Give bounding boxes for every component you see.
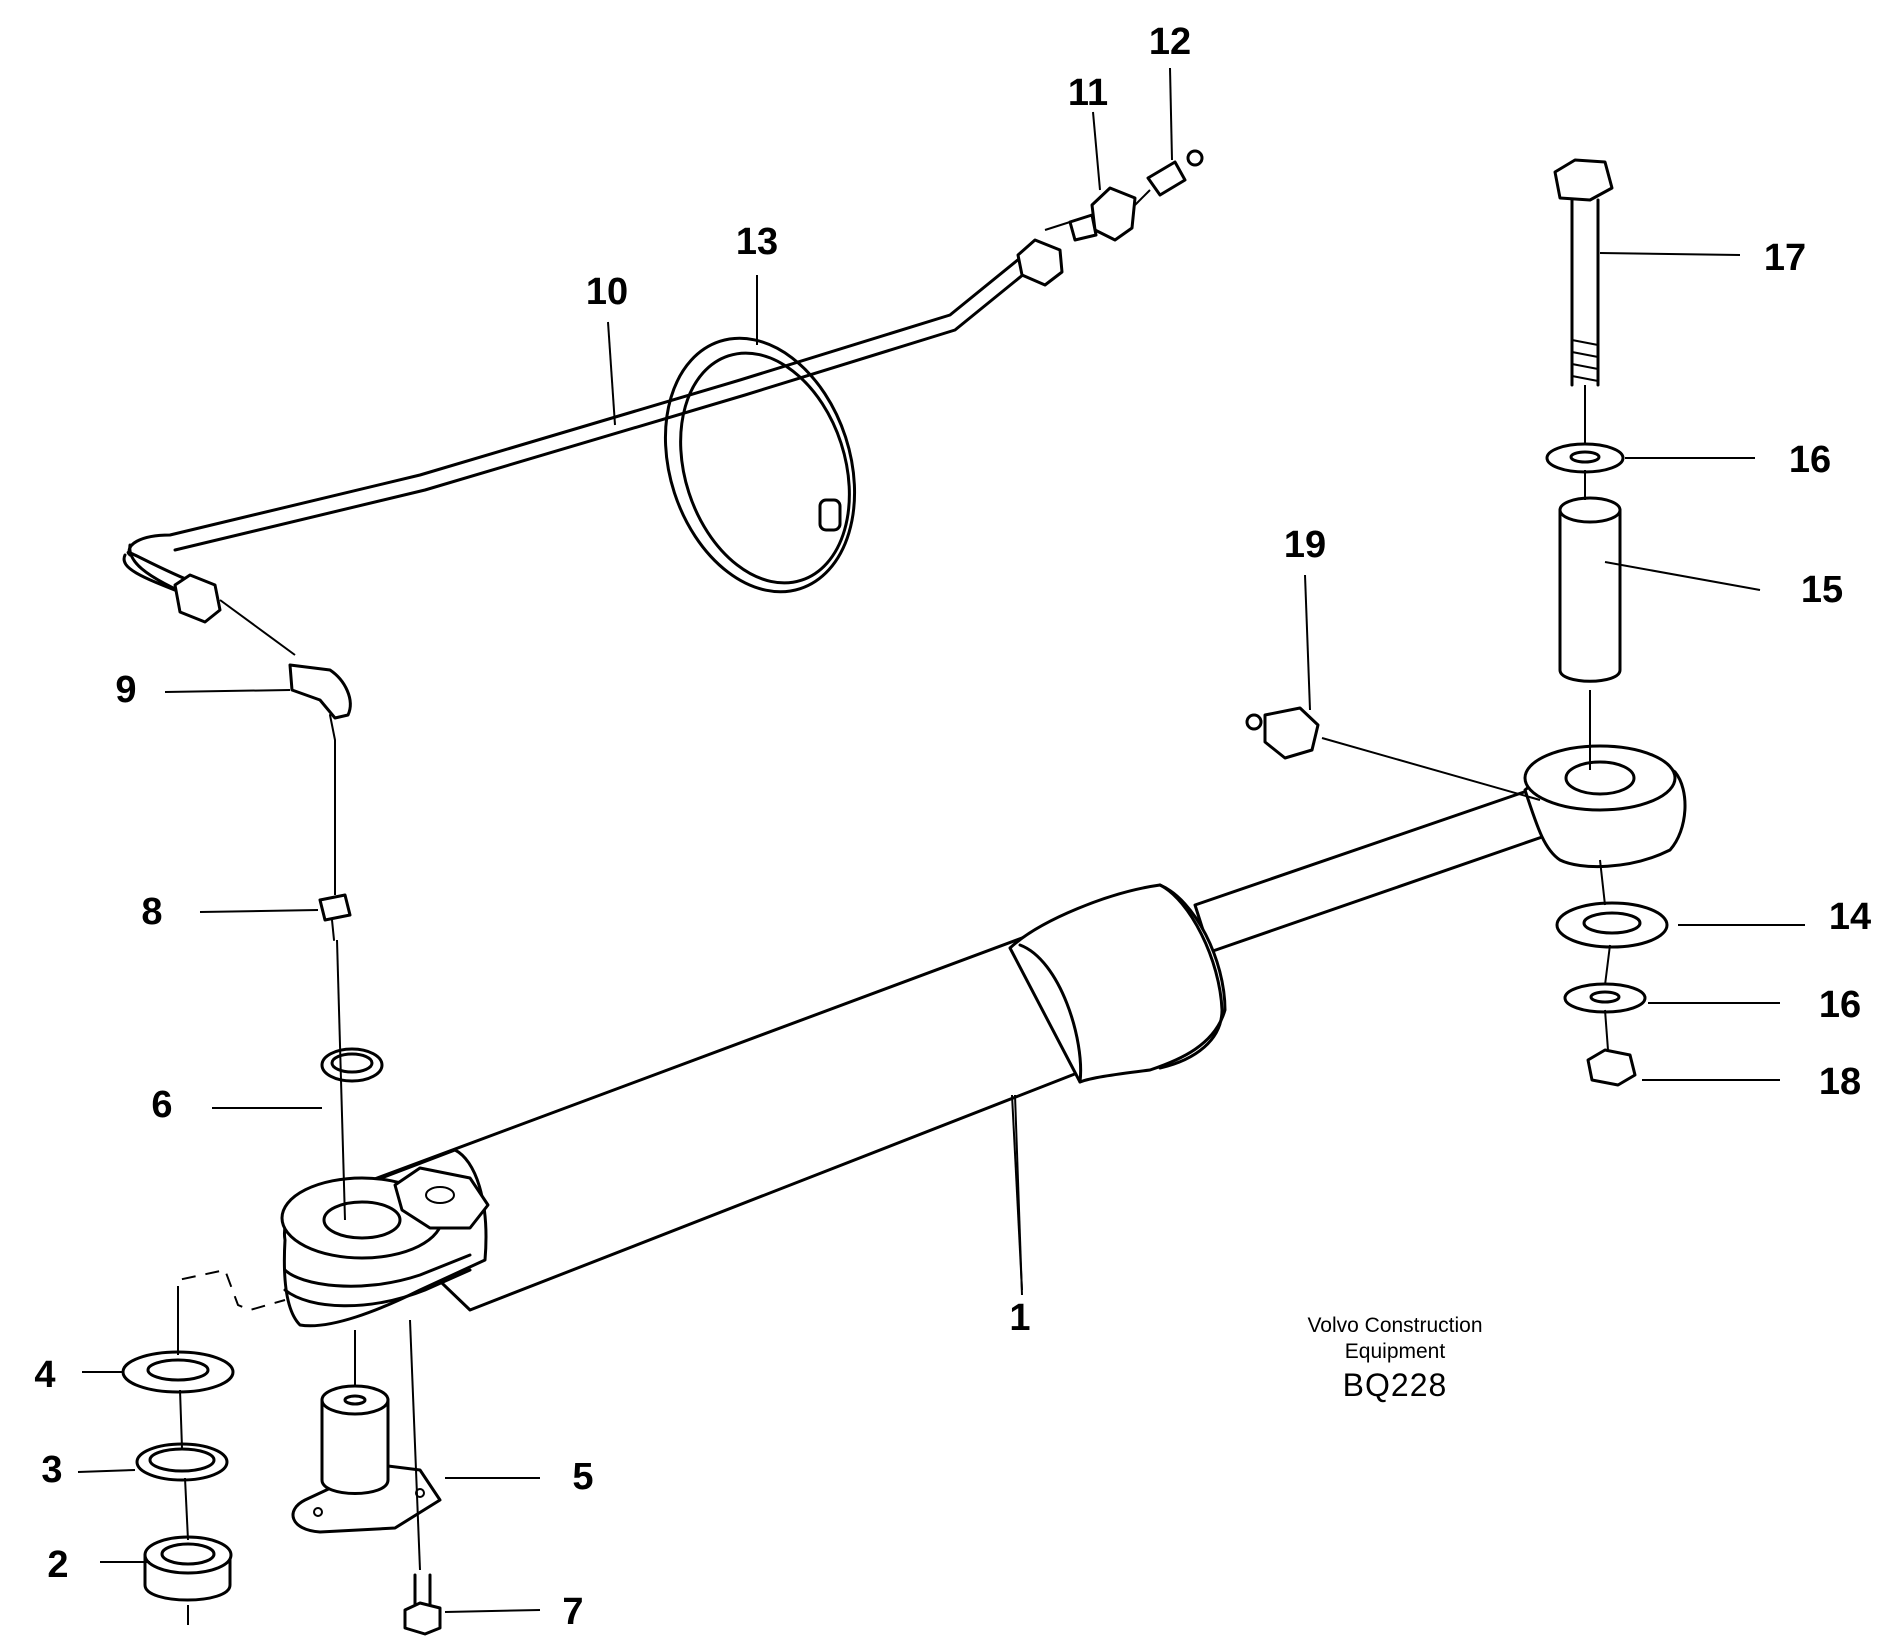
leader-lines: [77, 67, 1805, 1613]
bushing-2: [143, 1535, 233, 1602]
callout-16-lower: 16: [1818, 984, 1862, 1026]
spacer-washer-14: [1555, 901, 1669, 949]
screw-7: [403, 1573, 442, 1636]
callout-2: 2: [47, 1544, 69, 1586]
hydraulic-cylinder: [280, 744, 1687, 1328]
washer-4: [121, 1350, 235, 1394]
callout-19: 19: [1283, 524, 1327, 566]
grease-nipple-19: [1245, 706, 1320, 760]
washer-16-upper: [1545, 442, 1625, 474]
seal-ring-3: [135, 1442, 229, 1482]
callout-13: 13: [735, 221, 779, 263]
bolt-17: [1553, 158, 1614, 387]
assembly-lines: [177, 189, 1611, 1625]
callout-14: 14: [1828, 896, 1872, 938]
callout-12: 12: [1148, 21, 1192, 63]
grease-nipple-12: [1146, 149, 1204, 197]
callout-8: 8: [141, 891, 163, 933]
callout-6: 6: [151, 1084, 173, 1126]
callout-4: 4: [34, 1354, 56, 1396]
banjo-bolt: [318, 893, 352, 941]
callout-16-upper: 16: [1788, 439, 1832, 481]
pin-bracket-5: [291, 1384, 442, 1534]
brand-name-line1: Volvo Construction: [1307, 1314, 1483, 1337]
brand-block: Volvo Construction Equipment BQ228: [1307, 1313, 1482, 1405]
sleeve-15: [1558, 496, 1622, 683]
callout-11: 11: [1067, 72, 1109, 114]
figure-code: BQ228: [1342, 1367, 1448, 1403]
callout-15: 15: [1800, 569, 1844, 611]
callout-18: 18: [1818, 1061, 1862, 1103]
callout-10: 10: [585, 271, 629, 313]
lubrication-pipe: [122, 238, 1064, 624]
callout-1: 1: [1009, 1297, 1031, 1339]
callout-7: 7: [562, 1591, 584, 1633]
callout-5: 5: [572, 1456, 594, 1498]
hose-clamp: [663, 336, 857, 594]
nut-18: [1586, 1048, 1637, 1087]
callout-17: 17: [1763, 237, 1807, 279]
callout-9: 9: [115, 669, 137, 711]
washer-16-lower: [1563, 982, 1647, 1014]
sealing-ring-6: [320, 1047, 384, 1083]
elbow-fitting: [288, 663, 352, 741]
brand-name-line2: Equipment: [1344, 1340, 1446, 1363]
union-nut-fitting: [1068, 186, 1137, 242]
callout-3: 3: [41, 1449, 63, 1491]
